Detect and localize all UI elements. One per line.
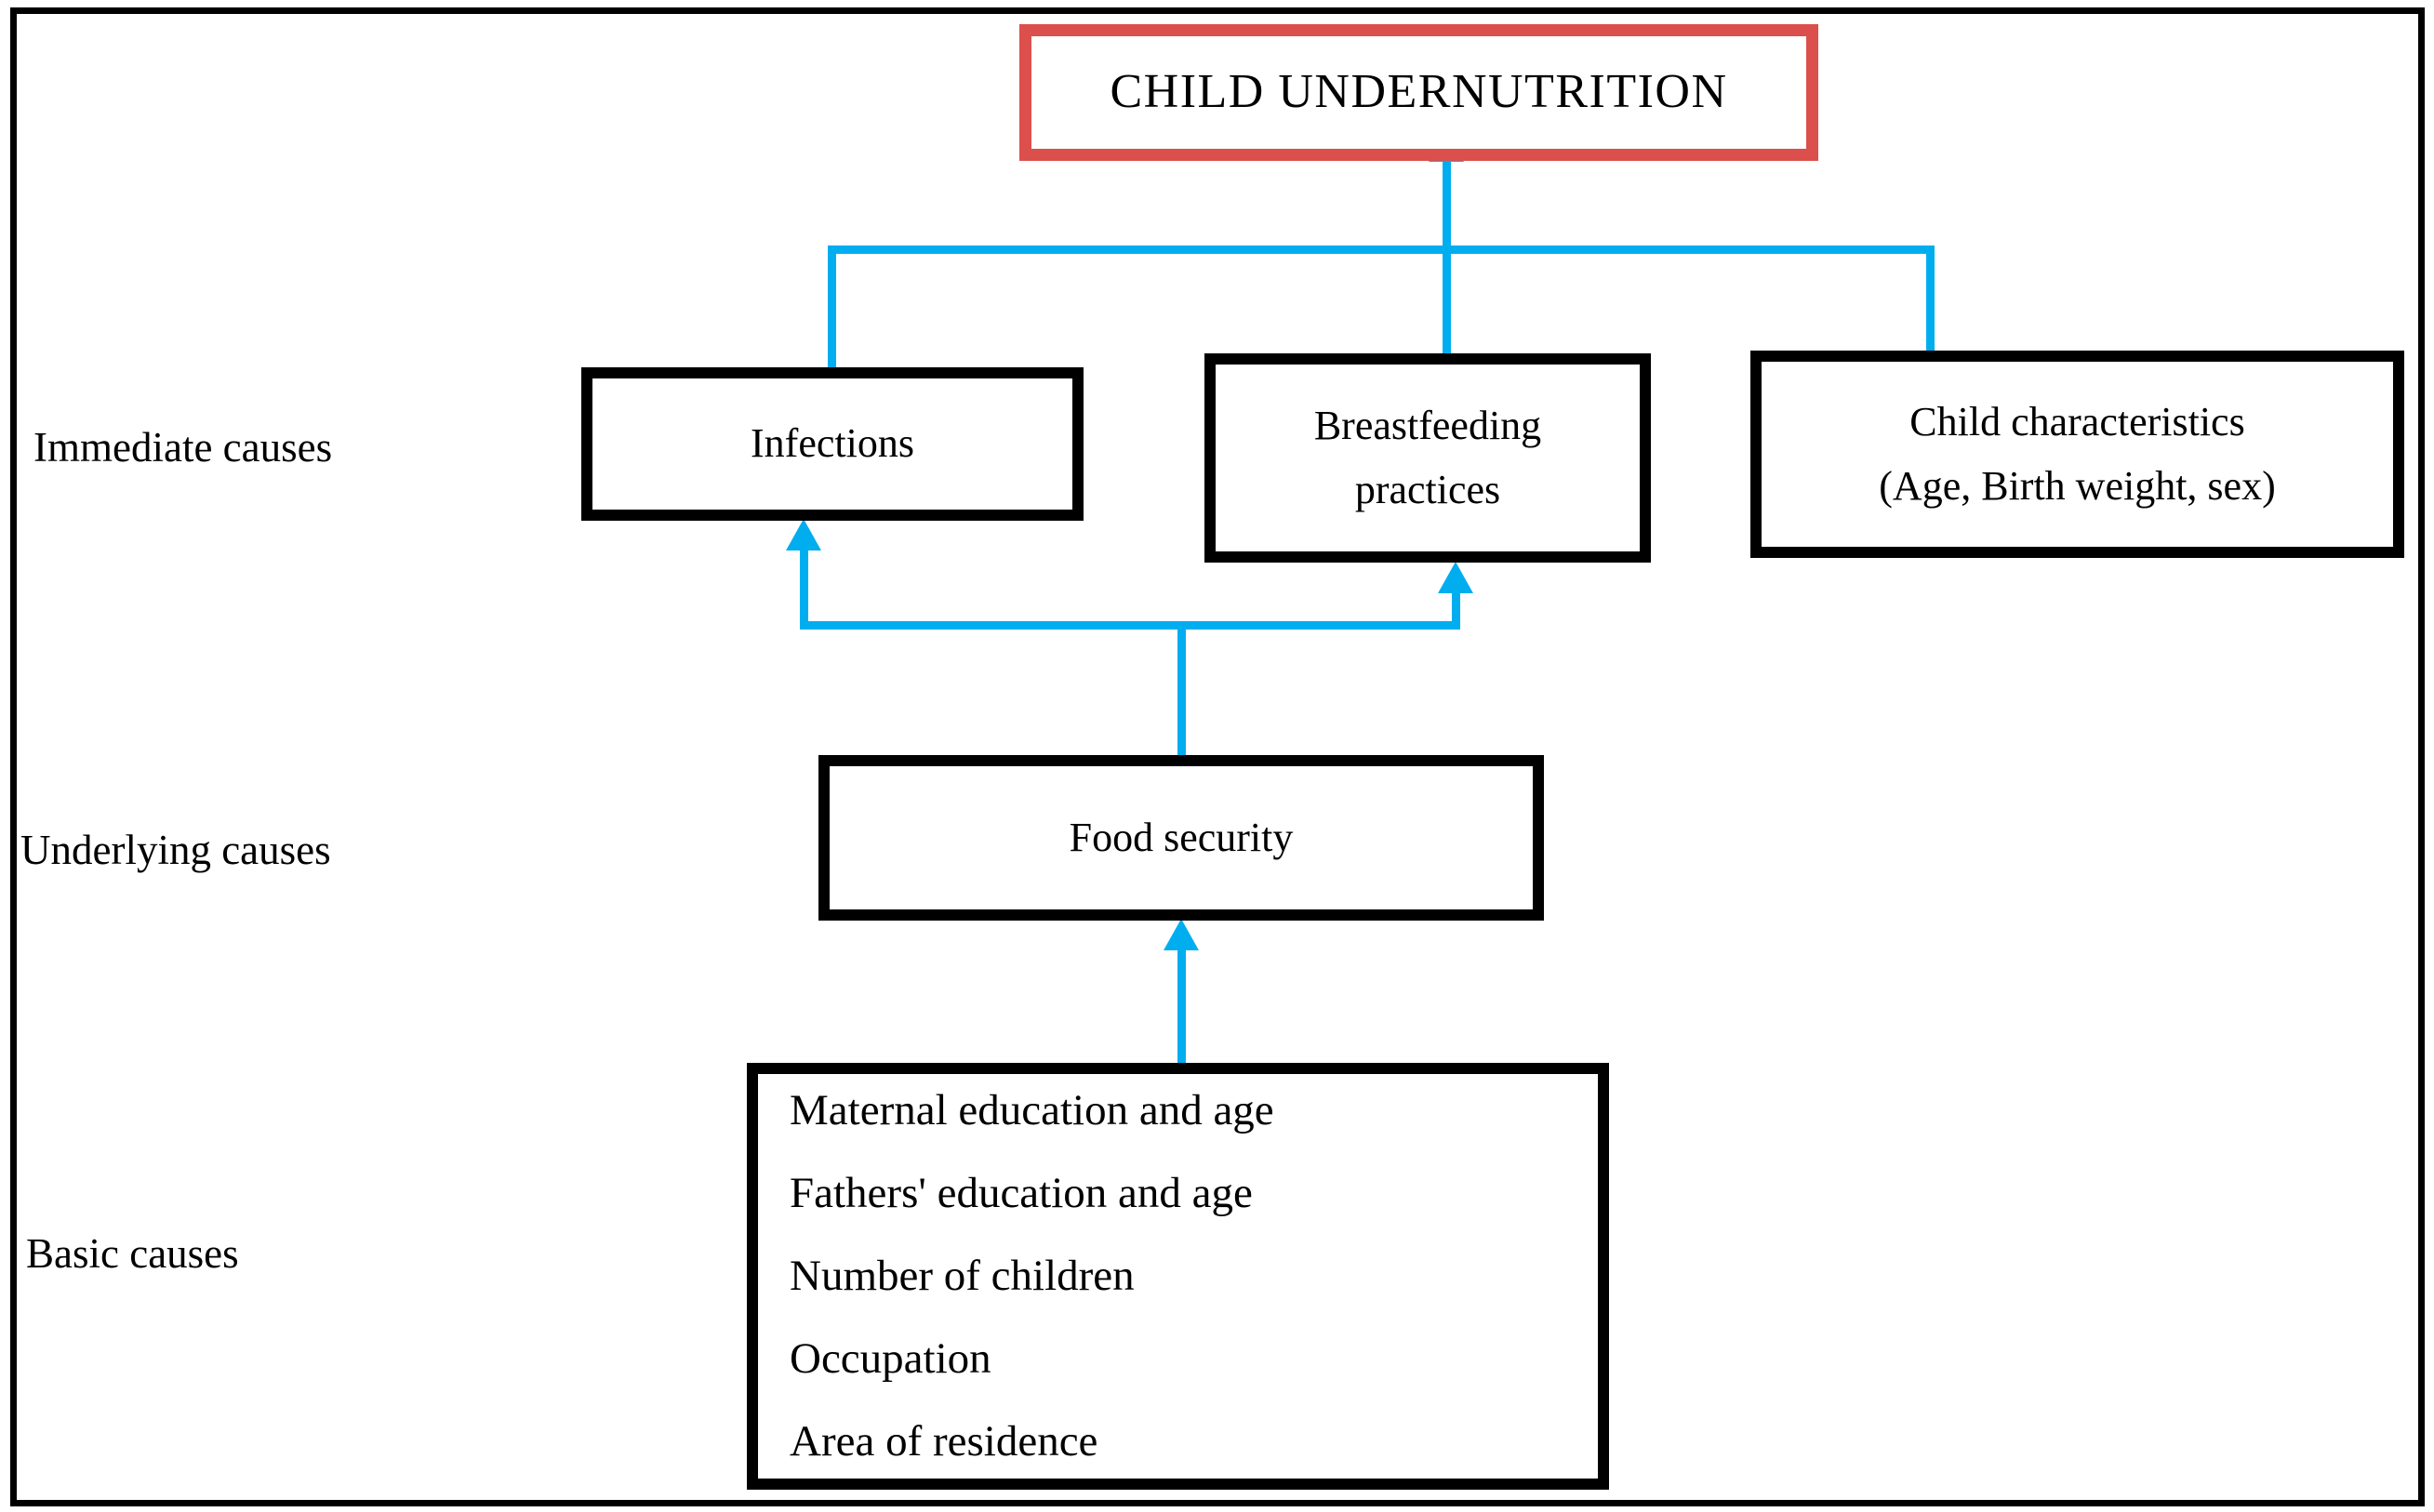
- arrowhead-to-breastfeeding-practices: [1438, 562, 1473, 593]
- connector-bus-to-title-stem: [1443, 149, 1451, 253]
- list-item: Area of residence: [790, 1417, 1098, 1466]
- list-item: Number of children: [790, 1252, 1135, 1300]
- connector-bus-to-breastfeeding-riser: [1452, 591, 1460, 625]
- row-label-basic-causes: Basic causes: [26, 1230, 239, 1277]
- node-child-characteristics[interactable]: Child characteristics (Age, Birth weight…: [1750, 351, 2404, 558]
- node-breastfeeding-practices-label: Breastfeeding practices: [1313, 403, 1542, 512]
- list-item: Occupation: [790, 1334, 991, 1383]
- node-child-undernutrition[interactable]: CHILD UNDERNUTRITION: [1019, 24, 1818, 161]
- node-infections[interactable]: Infections: [581, 367, 1084, 521]
- diagram-outer-frame: [10, 7, 2425, 1506]
- arrowhead-to-food-security: [1164, 919, 1199, 950]
- connector-immediate-bus: [828, 245, 1935, 254]
- row-label-immediate-causes: Immediate causes: [33, 424, 333, 471]
- node-child-characteristics-label: Child characteristics (Age, Birth weight…: [1879, 399, 2276, 509]
- connector-underlying-bus: [800, 621, 1460, 630]
- node-breastfeeding-practices[interactable]: Breastfeeding practices: [1204, 353, 1651, 563]
- arrowhead-to-infections: [786, 519, 821, 550]
- connector-bus-to-infections: [828, 245, 836, 376]
- connector-bus-to-breastfeeding: [1443, 245, 1451, 363]
- node-food-security-label: Food security: [1069, 814, 1294, 860]
- node-infections-label: Infections: [751, 420, 914, 467]
- node-basic-causes[interactable]: Maternal education and age Fathers' educ…: [747, 1063, 1609, 1490]
- connector-basic-to-food-security: [1177, 939, 1186, 1063]
- list-item: Fathers' education and age: [790, 1169, 1253, 1217]
- basic-causes-list: Maternal education and age Fathers' educ…: [758, 1089, 1598, 1464]
- list-item: Maternal education and age: [790, 1086, 1274, 1134]
- connector-food-security-to-bus: [1177, 621, 1186, 761]
- node-food-security[interactable]: Food security: [818, 755, 1544, 921]
- connector-bus-to-infections-riser: [800, 549, 808, 625]
- row-label-underlying-causes: Underlying causes: [20, 827, 331, 873]
- node-child-undernutrition-label: CHILD UNDERNUTRITION: [1110, 65, 1728, 119]
- connector-bus-to-child-characteristics: [1926, 245, 1935, 359]
